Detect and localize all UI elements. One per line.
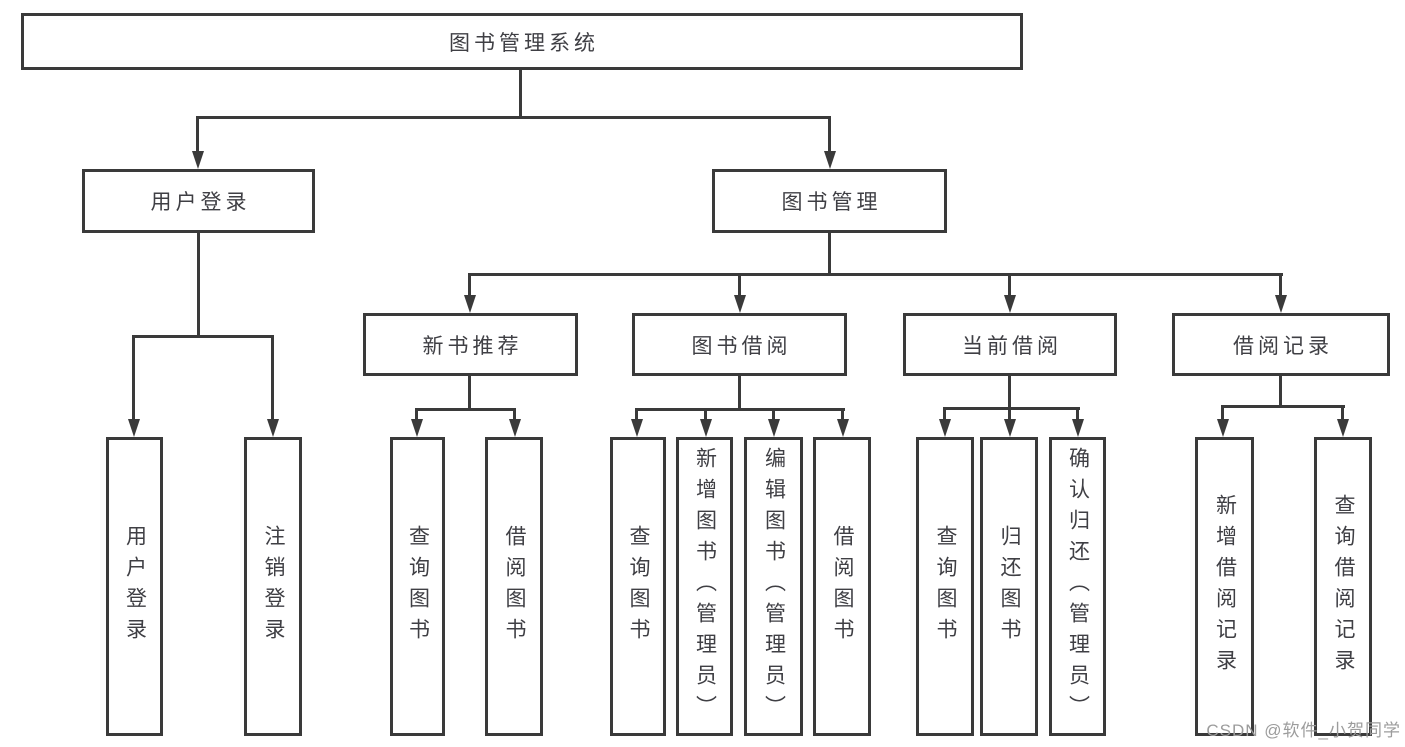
connector-to-leaf	[635, 408, 638, 420]
node-current-borrow: 当前借阅	[903, 313, 1117, 376]
arrow-down-icon	[1004, 295, 1016, 313]
node-book-mgmt-label: 图书管理	[781, 191, 882, 214]
connector-to-leaf	[841, 408, 844, 420]
connector-to-leaf	[132, 335, 135, 419]
leaf-label: 查询图书	[406, 524, 430, 649]
leaf-return-books: 归还图书	[980, 437, 1038, 736]
leaf-label: 新增图书（管理员）	[693, 447, 717, 726]
leaf-label: 注销登录	[262, 524, 285, 649]
leaf-add-books-admin: 新增图书（管理员）	[676, 437, 733, 736]
node-root-system: 图书管理系统	[21, 13, 1023, 70]
connector-to-leaf	[1008, 407, 1011, 420]
arrow-down-icon	[509, 419, 521, 437]
connector-to-book-mgmt	[828, 116, 831, 152]
arrow-down-icon	[1275, 295, 1287, 313]
leaf-label: 确认归还（管理员）	[1066, 447, 1090, 726]
arrow-down-icon	[837, 419, 849, 437]
arrow-down-icon	[700, 419, 712, 437]
connector-new-book-drop	[468, 376, 471, 411]
leaf-borrow-books: 借阅图书	[813, 437, 871, 736]
connector-current-borrow-drop	[1008, 376, 1011, 410]
leaf-confirm-return-admin: 确认归还（管理员）	[1049, 437, 1106, 736]
connector-book-mgmt-split	[468, 273, 1283, 276]
leaf-label: 查询图书	[627, 524, 650, 649]
connector-to-borrow-records	[1279, 273, 1282, 297]
leaf-label: 借阅图书	[503, 524, 526, 649]
connector-book-borrow-drop	[738, 376, 741, 411]
arrow-down-icon	[128, 419, 140, 437]
connector-to-book-borrow	[738, 273, 741, 297]
connector-borrow-records-split	[1221, 405, 1345, 408]
leaf-label: 借阅图书	[831, 524, 854, 649]
connector-book-borrow-split	[635, 408, 845, 411]
connector-root-split	[197, 116, 831, 119]
node-user-login-label: 用户登录	[150, 191, 251, 214]
connector-to-leaf	[271, 335, 274, 419]
leaf-user-login: 用户登录	[106, 437, 163, 736]
arrow-down-icon	[768, 419, 780, 437]
arrow-down-icon	[267, 419, 279, 437]
node-current-borrow-label: 当前借阅	[962, 334, 1062, 358]
connector-to-leaf	[704, 408, 707, 420]
node-new-book-rec-label: 新书推荐	[422, 334, 523, 358]
connector-to-new-book	[468, 273, 471, 297]
leaf-label: 归还图书	[998, 524, 1021, 649]
leaf-add-borrow-record: 新增借阅记录	[1195, 437, 1254, 736]
arrow-down-icon	[939, 419, 951, 437]
node-book-borrow: 图书借阅	[632, 313, 847, 376]
arrow-down-icon	[1337, 419, 1349, 437]
connector-to-user-login	[196, 116, 199, 152]
arrow-down-icon	[192, 151, 204, 169]
node-user-login: 用户登录	[82, 169, 315, 233]
leaf-label: 查询借阅记录	[1332, 493, 1355, 680]
connector-user-login-drop	[197, 233, 200, 338]
leaf-query-books-newrec: 查询图书	[390, 437, 445, 736]
arrow-down-icon	[1072, 419, 1084, 437]
connector-borrow-records-drop	[1279, 376, 1282, 408]
connector-book-mgmt-drop	[828, 233, 831, 276]
connector-to-leaf	[1076, 407, 1079, 420]
leaf-label: 新增借阅记录	[1213, 493, 1237, 680]
arrow-down-icon	[824, 151, 836, 169]
leaf-label: 编辑图书（管理员）	[762, 447, 786, 726]
arrow-down-icon	[1217, 419, 1229, 437]
connector-to-leaf	[1221, 405, 1224, 420]
connector-to-leaf	[943, 407, 946, 420]
watermark: CSDN @软件_小贺同学	[1206, 721, 1401, 740]
arrow-down-icon	[464, 295, 476, 313]
leaf-label: 查询图书	[934, 524, 957, 649]
leaf-borrow-books-newrec: 借阅图书	[485, 437, 543, 736]
connector-new-book-split	[415, 408, 516, 411]
connector-to-leaf	[1341, 405, 1344, 420]
leaf-edit-books-admin: 编辑图书（管理员）	[744, 437, 803, 736]
node-book-mgmt: 图书管理	[712, 169, 947, 233]
node-borrow-records: 借阅记录	[1172, 313, 1390, 376]
arrow-down-icon	[631, 419, 643, 437]
connector-user-login-split	[132, 335, 274, 338]
node-borrow-records-label: 借阅记录	[1233, 334, 1333, 358]
leaf-logout: 注销登录	[244, 437, 302, 736]
node-new-book-rec: 新书推荐	[363, 313, 578, 376]
arrow-down-icon	[411, 419, 423, 437]
leaf-query-borrow-record: 查询借阅记录	[1314, 437, 1372, 736]
connector-current-borrow-split	[943, 407, 1080, 410]
leaf-query-books-borrow: 查询图书	[610, 437, 666, 736]
connector-to-leaf	[772, 408, 775, 420]
arrow-down-icon	[734, 295, 746, 313]
connector-to-current-borrow	[1008, 273, 1011, 297]
node-root-label: 图书管理系统	[449, 31, 599, 55]
leaf-query-books-current: 查询图书	[916, 437, 974, 736]
connector-to-leaf	[513, 408, 516, 420]
connector-to-leaf	[415, 408, 418, 420]
arrow-down-icon	[1004, 419, 1016, 437]
connector-root-drop	[519, 70, 522, 118]
node-book-borrow-label: 图书借阅	[691, 334, 792, 358]
leaf-label: 用户登录	[123, 524, 147, 649]
